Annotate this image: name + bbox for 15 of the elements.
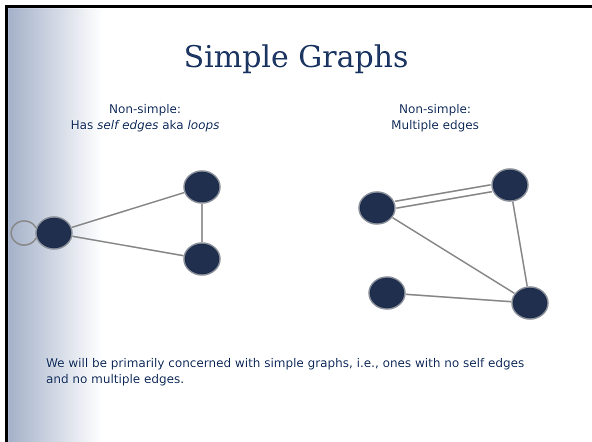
subheading: Non-simple:	[108, 101, 182, 117]
slide-title: Simple Graphs	[182, 39, 410, 77]
body-text: We will be primarily concerned with simple graphs, i.e., ones with no self edges and no multiple edges.	[46, 355, 526, 387]
graph-edge	[201, 204, 203, 242]
graph-edge	[72, 236, 184, 256]
graph-edge	[406, 294, 512, 302]
graph-edge	[512, 202, 528, 286]
subheading: Multiple edges	[390, 117, 480, 133]
graph-edge	[396, 190, 492, 209]
subheading: Has self edges aka loops	[70, 117, 220, 133]
self-loop	[10, 220, 37, 246]
graph-edge	[72, 192, 184, 228]
subheading: Non-simple:	[398, 101, 472, 117]
graph-edge	[392, 217, 515, 294]
graph-edge	[394, 184, 491, 202]
